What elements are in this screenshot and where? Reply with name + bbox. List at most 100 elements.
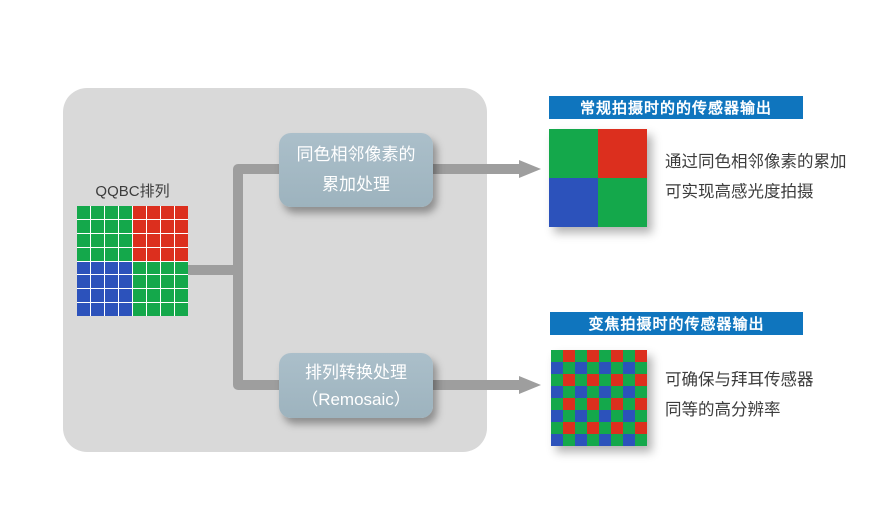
pixel-cell (611, 434, 623, 446)
pixel-cell (623, 434, 635, 446)
pixel-cell (599, 350, 611, 362)
pixel-cell (119, 219, 132, 233)
pixel-cell (161, 219, 174, 233)
pixel-cell (611, 422, 623, 434)
pixel-cell (587, 434, 599, 446)
pixel-cell (587, 422, 599, 434)
pixel-cell (611, 410, 623, 422)
pixel-cell (147, 206, 160, 219)
process-box-accumulate-line1: 同色相邻像素的 (296, 145, 416, 164)
pixel-cell (119, 303, 132, 316)
pixel-cell (563, 374, 575, 386)
output-zoom-desc-line2: 同等的高分辨率 (665, 401, 781, 419)
pixel-cell (105, 303, 118, 316)
pixel-cell (147, 275, 160, 289)
pixel-cell (161, 206, 174, 219)
process-box-accumulate-line2: 累加处理 (322, 175, 390, 194)
pixel-cell (611, 374, 623, 386)
pixel-cell (77, 219, 90, 233)
pixel-cell (105, 233, 118, 247)
pixel-cell (598, 129, 647, 178)
pixel-cell (119, 247, 132, 261)
pixel-cell (175, 261, 188, 275)
output-normal-pixel-grid (549, 129, 647, 227)
pixel-cell (119, 275, 132, 289)
pixel-cell (587, 386, 599, 398)
pixel-cell (635, 350, 647, 362)
pixel-cell (105, 206, 118, 219)
pixel-cell (587, 362, 599, 374)
pixel-cell (91, 247, 104, 261)
pixel-cell (551, 362, 563, 374)
pixel-cell (175, 219, 188, 233)
output-zoom-desc-line1: 可确保与拜耳传感器 (665, 371, 814, 389)
pixel-cell (551, 374, 563, 386)
pixel-cell (635, 410, 647, 422)
pixel-cell (549, 178, 598, 227)
pixel-cell (611, 362, 623, 374)
pixel-cell (551, 422, 563, 434)
pixel-cell (133, 261, 146, 275)
pixel-cell (91, 303, 104, 316)
pixel-cell (175, 206, 188, 219)
process-box-accumulate: 同色相邻像素的 累加处理 (279, 133, 433, 207)
pixel-cell (635, 422, 647, 434)
pixel-cell (133, 233, 146, 247)
pixel-cell (77, 233, 90, 247)
pixel-cell (119, 206, 132, 219)
pixel-cell (175, 247, 188, 261)
pixel-cell (575, 362, 587, 374)
pixel-cell (119, 233, 132, 247)
pixel-cell (77, 303, 90, 316)
pixel-cell (77, 206, 90, 219)
pixel-cell (147, 233, 160, 247)
pixel-cell (575, 410, 587, 422)
pixel-cell (563, 410, 575, 422)
output-zoom-header: 变焦拍摄时的传感器输出 (550, 312, 803, 335)
pixel-cell (551, 350, 563, 362)
pixel-cell (587, 374, 599, 386)
pixel-cell (623, 422, 635, 434)
pixel-cell (599, 422, 611, 434)
pixel-cell (611, 350, 623, 362)
pixel-cell (635, 386, 647, 398)
pixel-cell (175, 303, 188, 316)
output-zoom-pixel-grid (551, 350, 647, 446)
pixel-cell (147, 247, 160, 261)
process-box-remosaic-line1: 排列转换处理 (305, 362, 407, 382)
pixel-cell (77, 261, 90, 275)
pixel-cell (551, 434, 563, 446)
pixel-cell (147, 289, 160, 303)
pixel-cell (91, 219, 104, 233)
pixel-cell (563, 350, 575, 362)
pixel-cell (599, 398, 611, 410)
process-box-remosaic: 排列转换处理 （Remosaic） (279, 353, 433, 418)
pixel-cell (91, 233, 104, 247)
arrowhead-top-icon (519, 160, 541, 178)
pixel-cell (575, 434, 587, 446)
pixel-cell (599, 434, 611, 446)
pixel-cell (133, 247, 146, 261)
pixel-cell (133, 303, 146, 316)
pixel-cell (105, 289, 118, 303)
pixel-cell (611, 386, 623, 398)
pixel-cell (575, 350, 587, 362)
pixel-cell (161, 289, 174, 303)
pixel-cell (133, 219, 146, 233)
pixel-cell (575, 386, 587, 398)
pixel-cell (575, 374, 587, 386)
pixel-cell (635, 362, 647, 374)
pixel-cell (147, 261, 160, 275)
pixel-cell (161, 247, 174, 261)
pixel-cell (551, 386, 563, 398)
pixel-cell (551, 398, 563, 410)
source-grid-label: QQBC排列 (95, 183, 170, 200)
pixel-cell (91, 206, 104, 219)
output-normal-desc-line2: 可实现高感光度拍摄 (665, 183, 814, 201)
pixel-cell (563, 434, 575, 446)
pixel-cell (133, 206, 146, 219)
pixel-cell (119, 261, 132, 275)
output-zoom-description: 可确保与拜耳传感器 同等的高分辨率 (665, 365, 814, 425)
qqbc-pixel-grid (77, 206, 188, 316)
